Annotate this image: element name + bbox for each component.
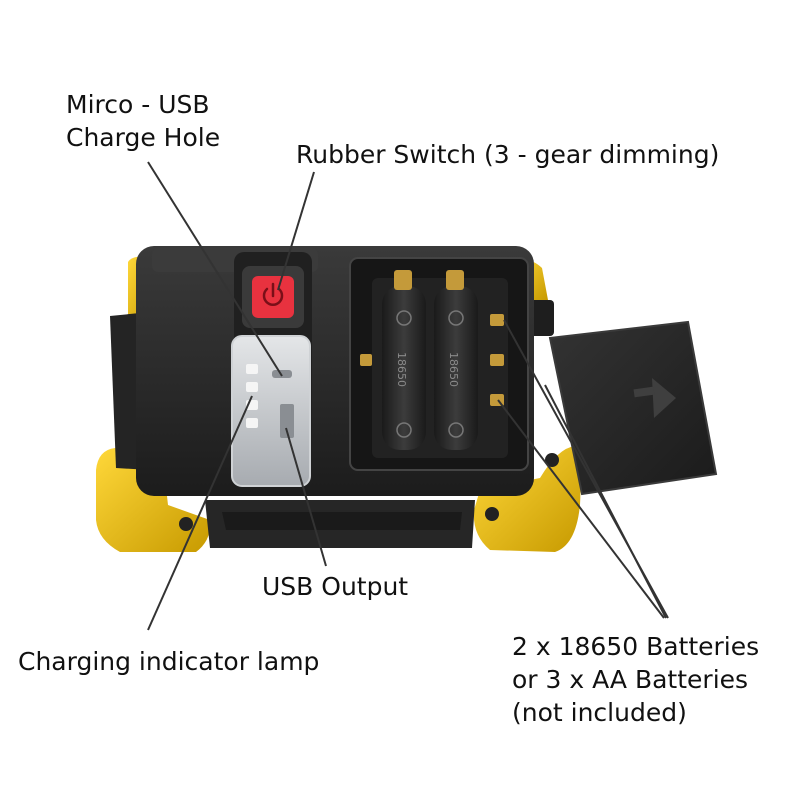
cell-marking: 18650 [447, 352, 460, 387]
battery-symbol [396, 422, 412, 438]
battery-contact [490, 354, 504, 366]
leader-line-indicator [147, 395, 253, 631]
callout-line: (not included) [512, 698, 687, 727]
micro-usb-port [272, 370, 292, 378]
indicator-led [246, 364, 258, 374]
cell-marking: 18650 [395, 352, 408, 387]
leader-line-battery [497, 399, 665, 619]
leader-line-battery [544, 384, 667, 619]
battery-contact [360, 354, 372, 366]
callout-charging-indicator: Charging indicator lamp [18, 647, 320, 676]
callout-batteries: 2 x 18650 Batteries or 3 x AA Batteries … [512, 630, 759, 729]
battery-symbol [396, 310, 412, 326]
battery-spring [446, 270, 464, 290]
callout-rubber-switch: Rubber Switch (3 - gear dimming) [296, 140, 720, 169]
power-icon [262, 287, 284, 306]
battery-symbol [448, 310, 464, 326]
leader-line-usb-hole [147, 161, 283, 377]
battery-symbol [448, 422, 464, 438]
usb-output-port [280, 404, 294, 438]
lid-arrow-icon [652, 378, 676, 418]
bumper-screw [179, 517, 193, 531]
bumper-screw [545, 453, 559, 467]
lid-arrow-icon [633, 386, 655, 398]
callout-line: or 3 x AA Batteries [512, 665, 749, 694]
bottom-handle-ridge [222, 512, 462, 530]
leader-lines [147, 161, 669, 631]
bumper-screw [485, 507, 499, 521]
indicator-led [246, 418, 258, 428]
leader-line-switch [277, 171, 315, 291]
callout-usb-output: USB Output [262, 572, 409, 601]
callout-line: Mirco - USB [66, 90, 210, 119]
battery-spring [394, 270, 412, 290]
callout-line: Charge Hole [66, 123, 221, 152]
leader-line-usb-output [285, 427, 327, 567]
battery-cell [382, 286, 426, 450]
battery-contact [490, 314, 504, 326]
callout-usb-charge-hole: Mirco - USB Charge Hole [66, 88, 220, 154]
battery-cell [434, 286, 478, 450]
callout-line: 2 x 18650 Batteries [512, 632, 760, 661]
indicator-led [246, 382, 258, 392]
